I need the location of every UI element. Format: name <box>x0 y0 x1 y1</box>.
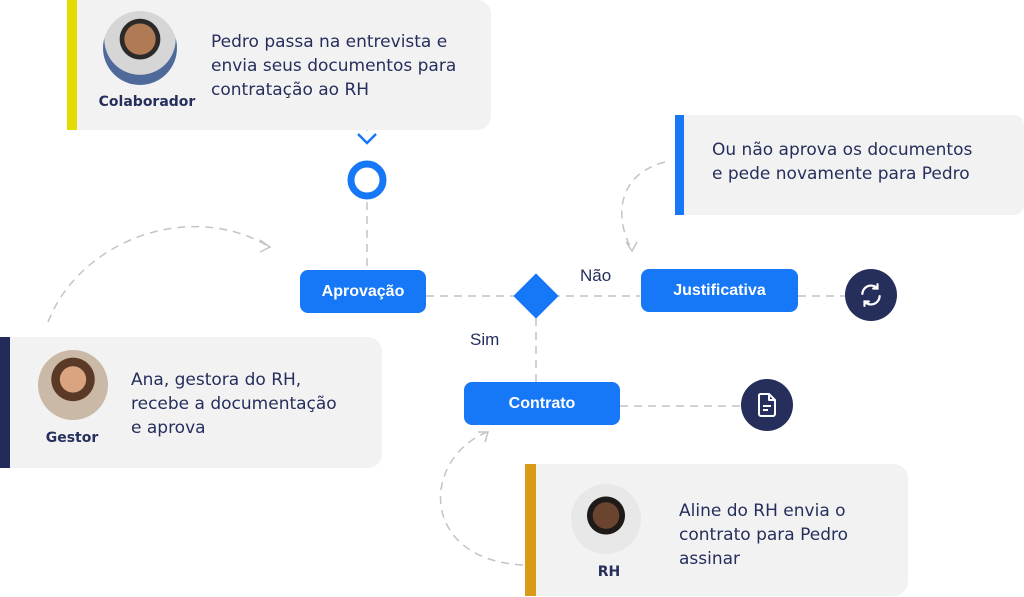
text-line: recebe a documentação <box>131 394 337 414</box>
text-line: envia seus documentos para <box>211 56 457 76</box>
accent-bar <box>675 115 684 215</box>
avatar-gestor <box>38 350 108 420</box>
text-line: Ou não aprova os documentos <box>712 140 973 160</box>
text-line: Aline do RH envia o <box>679 501 846 521</box>
card-text: Ou não aprova os documentos e pede novam… <box>712 138 972 186</box>
text-line: contrato para Pedro <box>679 525 848 545</box>
text-line: contratação ao RH <box>211 80 370 100</box>
accent-bar <box>0 337 10 468</box>
role-label: Gestor <box>45 430 99 446</box>
refresh-icon <box>845 269 897 321</box>
node-aprovacao[interactable]: Aprovação <box>300 270 426 313</box>
curved-arrow-rh <box>439 431 524 566</box>
accent-bar <box>67 0 77 130</box>
card-colaborador: Colaborador Pedro passa na entrevista e … <box>67 0 491 130</box>
card-reprova: Ou não aprova os documentos e pede novam… <box>675 115 1024 215</box>
text-line: e pede novamente para Pedro <box>712 164 970 184</box>
text-line: e aprova <box>131 418 206 438</box>
text-line: Ana, gestora do RH, <box>131 370 302 390</box>
text-line: assinar <box>679 549 741 569</box>
curved-arrow-gestor <box>47 225 269 323</box>
avatar-colaborador <box>103 11 177 85</box>
card-text: Aline do RH envia o contrato para Pedro … <box>679 499 848 571</box>
card-gestor: Gestor Ana, gestora do RH, recebe a docu… <box>0 337 382 468</box>
decision-diamond-icon <box>513 273 559 319</box>
node-contrato[interactable]: Contrato <box>464 382 620 425</box>
card-rh: RH Aline do RH envia o contrato para Ped… <box>525 464 908 596</box>
curved-arrow-reprova <box>621 161 666 251</box>
start-node-icon <box>347 160 387 200</box>
card-text: Pedro passa na entrevista e envia seus d… <box>211 30 456 102</box>
role-label: Colaborador <box>98 94 196 110</box>
text-line: Pedro passa na entrevista e <box>211 32 448 52</box>
accent-bar <box>525 464 536 596</box>
label-sim: Sim <box>470 330 500 349</box>
document-icon <box>741 379 793 431</box>
node-justificativa[interactable]: Justificativa <box>641 269 798 312</box>
role-label: RH <box>597 564 621 580</box>
card-text: Ana, gestora do RH, recebe a documentaçã… <box>131 368 337 440</box>
avatar-rh <box>571 484 641 554</box>
label-nao: Não <box>580 266 612 285</box>
